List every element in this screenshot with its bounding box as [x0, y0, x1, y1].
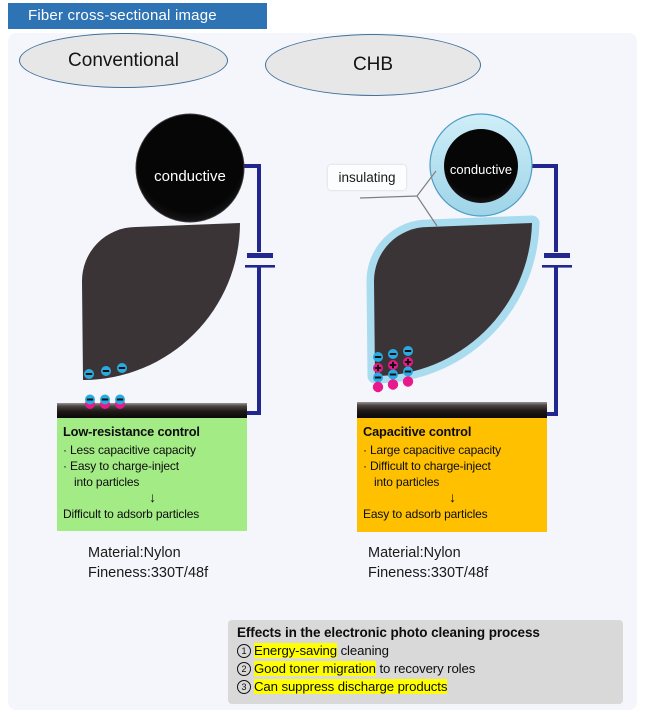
conductive-label-left: conductive — [154, 168, 226, 185]
down-arrow-left: ↓ — [149, 489, 156, 506]
conventional-label-text: Conventional — [68, 49, 179, 71]
circled-number-3: 3 — [237, 680, 251, 694]
effects-1-highlight: Energy-saving — [254, 643, 337, 658]
low-resistance-control-box: Low-resistance control · Less capacitive… — [57, 418, 247, 531]
label-conventional: Conventional — [19, 33, 228, 88]
conductive-label-right: conductive — [449, 162, 513, 177]
insulating-leader-lines — [359, 170, 438, 227]
effects-box: Effects in the electronic photo cleaning… — [228, 620, 623, 704]
conductive-core-left — [135, 113, 245, 223]
chb-diagram — [357, 113, 572, 418]
effects-item-3: 3 Can suppress discharge products — [237, 678, 615, 696]
effects-title: Effects in the electronic photo cleaning… — [237, 625, 540, 640]
circled-number-1: 1 — [237, 644, 251, 658]
green-box-title: Low-resistance control — [63, 424, 200, 439]
effects-3-highlight: Can suppress discharge products — [254, 679, 448, 694]
fineness-right: Fineness:330T/48f — [368, 565, 489, 581]
capacitor-plate-right-top — [544, 253, 570, 258]
orange-box-bullet1: · Large capacitive capacity — [363, 443, 502, 458]
green-box-bullet2b: into particles — [74, 475, 140, 490]
wire-left-bottom — [246, 266, 261, 415]
orange-box-bullet2: · Difficult to charge-inject — [363, 459, 491, 474]
charge-columns-right — [372, 346, 414, 393]
effects-item-1: 1 Energy-saving cleaning — [237, 642, 615, 660]
orange-box-bullet2b: into particles — [374, 475, 440, 490]
effects-1-rest: cleaning — [337, 643, 389, 658]
green-box-conclusion: Difficult to adsorb particles — [63, 506, 200, 521]
fiber-cross-section-left — [81, 223, 240, 380]
wire-left-top — [242, 164, 261, 252]
down-arrow-right: ↓ — [449, 489, 456, 506]
orange-box-title: Capacitive control — [363, 424, 472, 439]
conductive-core-right — [444, 129, 518, 203]
material-spec-right: Material:Nylon Fineness:330T/48f — [368, 543, 588, 583]
effects-2-highlight: Good toner migration — [254, 661, 376, 676]
circled-number-2: 2 — [237, 662, 251, 676]
effects-2-rest: to recovery roles — [375, 661, 476, 676]
material-spec-left: Material:Nylon Fineness:330T/48f — [88, 543, 308, 583]
insulating-label: insulating — [328, 165, 406, 190]
material-left: Material:Nylon — [88, 545, 181, 561]
orange-box-conclusion: Easy to adsorb particles — [363, 506, 488, 521]
electrode-bar-right — [357, 402, 547, 418]
wire-right-top — [530, 164, 558, 252]
fiber-cross-section-right — [373, 223, 532, 376]
chb-label-text: CHB — [352, 54, 394, 75]
green-box-bullet2: · Easy to charge-inject — [63, 459, 179, 474]
capacitive-control-box: Capacitive control · Large capacitive ca… — [357, 418, 547, 532]
material-right: Material:Nylon — [368, 545, 461, 561]
fineness-left: Fineness:330T/48f — [88, 565, 209, 581]
label-chb: CHB — [265, 34, 481, 96]
particles-on-bar-left — [85, 394, 125, 409]
page-title: Fiber cross-sectional image — [8, 3, 267, 29]
wire-right-bottom — [546, 266, 558, 416]
capacitor-plate-left-top — [247, 253, 273, 258]
effects-item-2: 2 Good toner migration to recovery roles — [237, 660, 615, 678]
negative-charges-on-fiber-left — [84, 363, 127, 379]
green-box-bullet1: · Less capacitive capacity — [63, 443, 196, 458]
conventional-diagram — [57, 113, 275, 418]
